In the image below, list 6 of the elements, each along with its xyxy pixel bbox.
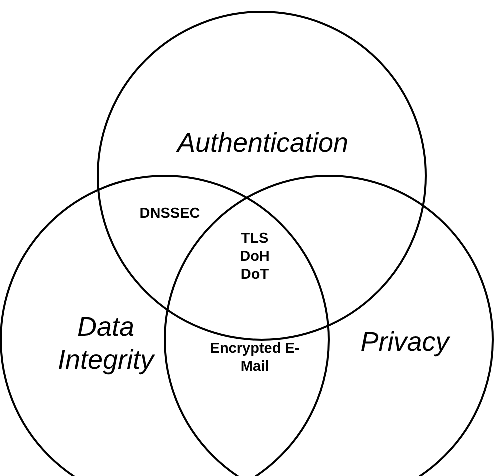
set-label: Data Integrity [56, 311, 156, 377]
intersection-label: Encrypted E-Mail [209, 340, 301, 376]
intersection-label: TLS DoH DoT [239, 230, 271, 284]
set-label: Privacy [360, 326, 452, 359]
intersection-label: DNSSEC [138, 205, 202, 223]
set-label: Authentication [175, 127, 350, 160]
